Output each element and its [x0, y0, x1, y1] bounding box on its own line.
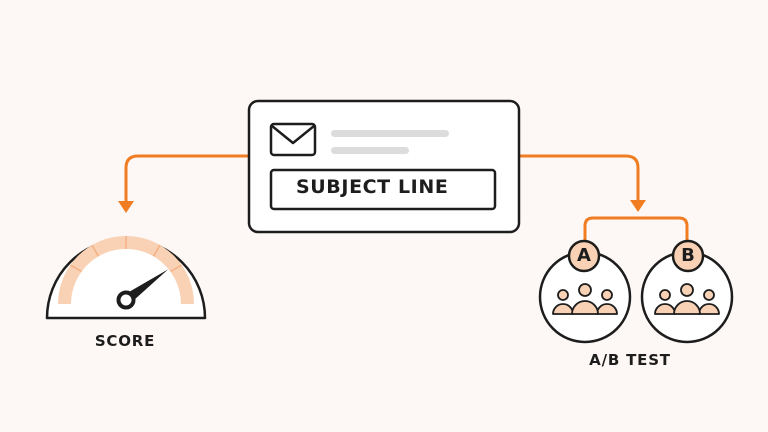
email-card	[247, 99, 521, 234]
preview-line-2	[331, 147, 409, 154]
score-label: SCORE	[94, 332, 156, 350]
speedometer-gauge-icon	[45, 236, 207, 320]
gauge-band	[58, 236, 194, 304]
subject-line-field	[269, 168, 497, 211]
arrowhead-score	[118, 201, 134, 213]
ab-split-connector	[583, 216, 689, 240]
people-group-icon	[654, 283, 720, 315]
envelope-icon	[269, 122, 317, 157]
arrowhead-abtest	[630, 200, 646, 212]
connector-to-abtest	[519, 154, 640, 201]
ab-test-label: A/B TEST	[589, 351, 671, 369]
subject-line-label: SUBJECT LINE	[296, 176, 449, 198]
variant-b-letter: B	[681, 245, 695, 266]
gauge-pivot	[116, 290, 136, 310]
connector-to-score	[124, 154, 249, 202]
variant-a-letter: A	[577, 245, 591, 266]
variant-a-badge	[567, 239, 601, 273]
group-a-circle	[538, 250, 632, 344]
gauge-segment-dividers	[69, 236, 183, 273]
preview-line-1	[331, 130, 449, 137]
people-group-icon	[552, 283, 618, 315]
variant-b-badge	[671, 239, 705, 273]
